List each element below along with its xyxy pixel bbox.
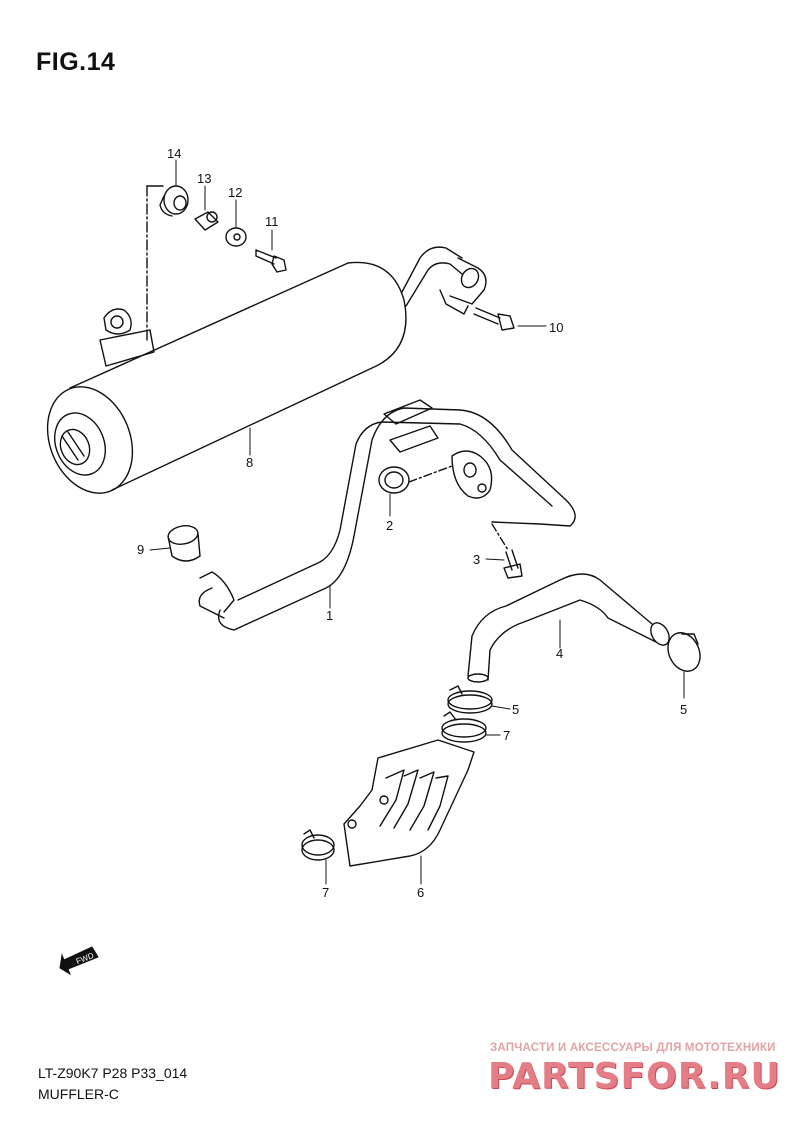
figure-title: FIG.14 <box>36 48 116 76</box>
connector-pipe-part <box>467 573 670 683</box>
leader-lines <box>149 159 685 885</box>
callout-4: 4 <box>556 646 564 661</box>
band-clamp-upper <box>441 711 487 743</box>
collar-part <box>194 211 219 231</box>
callout-3: 3 <box>473 552 481 567</box>
callout-11: 11 <box>265 214 279 229</box>
watermark-tagline: ЗАПЧАСТИ И АКСЕССУАРЫ ДЛЯ МОТОТЕХНИКИ <box>490 1042 776 1054</box>
watermark-logo: PARTSFOR.RU <box>488 1056 781 1097</box>
washer-part <box>225 227 247 247</box>
gasket-part <box>378 466 410 494</box>
callout-5-upper: 5 <box>512 702 520 717</box>
pipe-seal-part <box>167 525 201 562</box>
fwd-arrow-icon: FWD <box>59 946 99 976</box>
group-name: MUFFLER-C <box>38 1086 119 1102</box>
inlet-bolt-part <box>473 307 515 331</box>
callout-6: 6 <box>417 885 425 900</box>
flange-bolt-part <box>503 549 523 579</box>
callout-5-right: 5 <box>680 702 688 717</box>
callout-2: 2 <box>386 518 394 533</box>
callout-13: 13 <box>197 171 212 186</box>
hose-clamp-right <box>667 632 701 672</box>
hose-clamp-upper <box>447 685 493 714</box>
callout-9: 9 <box>137 542 145 557</box>
mount-grommet-part <box>159 185 189 217</box>
callout-7-lower: 7 <box>322 885 330 900</box>
model-code: LT-Z90K7 P28 P33_014 <box>38 1065 188 1081</box>
callout-12: 12 <box>228 185 243 200</box>
callout-7-upper: 7 <box>503 728 511 743</box>
callout-10: 10 <box>549 320 564 335</box>
heat-protector-part <box>343 739 475 867</box>
callout-8: 8 <box>246 455 254 470</box>
exhaust-pipe-part <box>198 399 576 631</box>
mount-bolt-part <box>255 249 287 273</box>
callout-14: 14 <box>167 146 182 161</box>
callout-1: 1 <box>326 608 334 623</box>
muffler-part <box>46 246 487 494</box>
band-clamp-lower <box>301 829 335 861</box>
